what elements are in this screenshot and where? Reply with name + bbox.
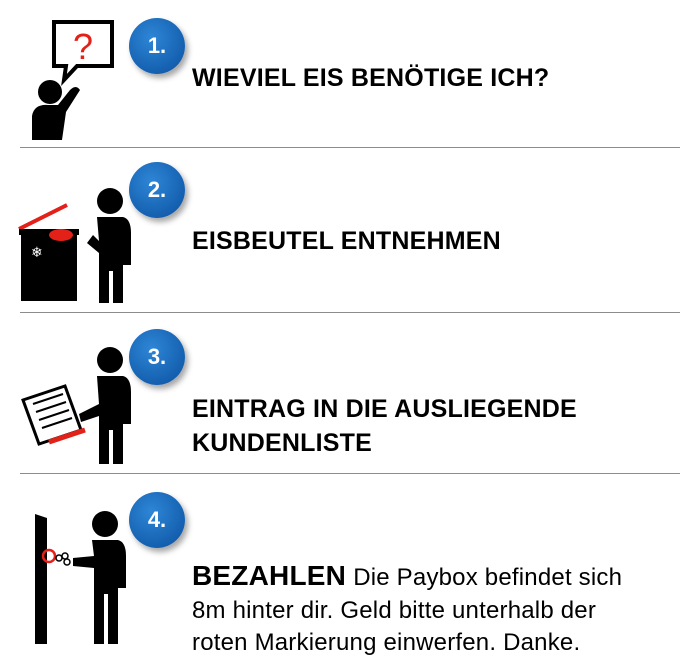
step-title-line-1: EINTRAG IN DIE AUSLIEGENDE [192,395,577,423]
question-mark-icon: ? [73,26,93,67]
step-3: 3. EINTRAG IN DIE AUSLIEGENDE KUNDENLIST… [0,313,700,473]
step-number-badge: 3. [129,329,185,385]
step-4: 4. BEZAHLEN Die Paybox befindet sich 8m … [0,474,700,671]
step-title-line-2: KUNDENLISTE [192,429,372,457]
divider [20,147,680,148]
step-title: BEZAHLEN Die Paybox befindet sich [192,558,622,596]
step-title: WIEVIEL EIS BENÖTIGE ICH? [192,64,550,92]
divider [20,312,680,313]
snowflake-icon: ❄ [31,245,43,261]
pay-description-line-3: roten Markierung einwerfen. Danke. [192,629,581,656]
step-number-badge: 4. [129,492,185,548]
signing-list-person-icon [21,347,131,464]
thinking-person-icon: ? [32,20,114,140]
step-number-badge: 2. [129,162,185,218]
step-2: ❄ 2. EISBEUTEL ENTNEHMEN [0,148,700,312]
freezer-person-icon: ❄ [18,188,131,303]
pay-title: BEZAHLEN [192,560,347,591]
divider [20,473,680,474]
step-number-badge: 1. [129,18,185,74]
paybox-person-icon [35,511,126,644]
pay-description-line-2: 8m hinter dir. Geld bitte unterhalb der [192,597,597,624]
pay-description-line-1: Die Paybox befindet sich [353,564,623,591]
step-title: EISBEUTEL ENTNEHMEN [192,227,501,255]
step-1: ? 1. WIEVIEL EIS BENÖTIGE ICH? [0,0,700,148]
